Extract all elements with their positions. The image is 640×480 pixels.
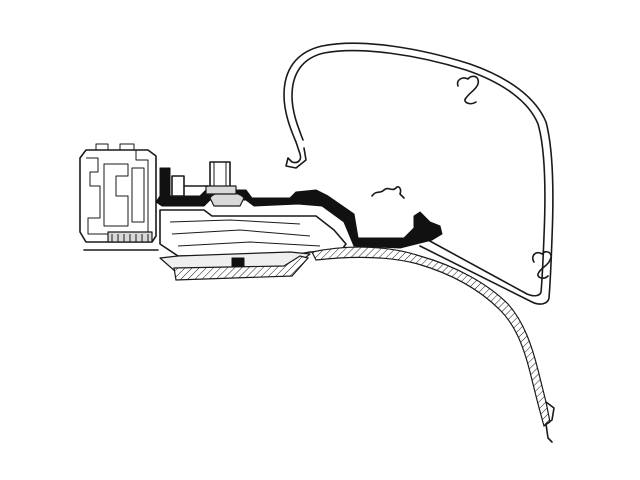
vehicle-roof-rail-profile [159,251,311,281]
mounting-adapter-bracket [155,189,443,257]
awning-rail [79,143,159,251]
clamp-plate [159,167,171,197]
washer [205,185,237,195]
rail-screw [231,257,245,267]
vehicle-body-panel [311,246,555,443]
bolt-head [171,175,185,197]
fixing-bolt-nut [159,161,237,197]
awning-case-profile [283,42,554,305]
